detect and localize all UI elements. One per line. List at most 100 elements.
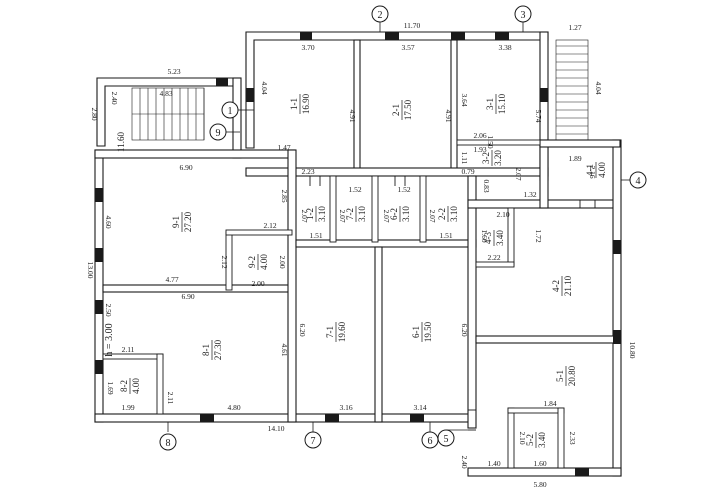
axis-9: 9	[209, 123, 240, 141]
dim: 2.85	[280, 189, 289, 202]
dimensions: 5.23 4.83 3.70 11.70 3.57 3.38 1.27 1.47…	[86, 21, 637, 489]
dim: 3.57	[401, 43, 414, 52]
dim: 5.74	[534, 109, 543, 122]
window	[451, 32, 465, 40]
dim: 2.80	[90, 107, 99, 120]
room-8-1: 8-1 27.30	[201, 339, 223, 360]
dim: 1.69	[106, 381, 115, 394]
dim: 1.60	[480, 229, 489, 242]
svg-text:3-2: 3-2	[481, 152, 491, 164]
dim: 4.91	[348, 109, 357, 122]
svg-text:3.40: 3.40	[537, 432, 547, 448]
window	[410, 414, 424, 422]
room-4-2: 4-2 21.10	[551, 275, 573, 296]
svg-text:4-2: 4-2	[551, 280, 561, 292]
svg-text:21.10: 21.10	[563, 275, 573, 296]
svg-text:19.50: 19.50	[423, 321, 433, 342]
dim: 2.33	[568, 431, 577, 444]
room-4-3: 4-3 3.40	[483, 230, 505, 246]
dim: 1.52	[397, 185, 410, 194]
dim: 11.70	[404, 21, 421, 30]
wall-small-1	[329, 175, 337, 243]
svg-text:2-2: 2-2	[437, 208, 447, 220]
wall-5-2-left	[507, 407, 515, 469]
height-note: h = 3.00	[104, 323, 115, 356]
axis-6: 6	[421, 422, 439, 449]
svg-text:4.00: 4.00	[597, 162, 607, 178]
svg-text:16.90: 16.90	[301, 93, 311, 114]
wall-bottom-right	[467, 467, 622, 477]
svg-text:3.10: 3.10	[401, 206, 411, 222]
dim: 2.22	[487, 253, 500, 262]
svg-text:1-1: 1-1	[289, 98, 299, 110]
dim: 1.27	[568, 23, 581, 32]
wall-9-8-split	[102, 284, 296, 293]
wall-4-1-top	[539, 139, 621, 148]
window	[613, 330, 621, 344]
window	[325, 414, 339, 422]
room-7-1: 7-1 19.60	[325, 321, 347, 342]
dim: 3.64	[460, 93, 469, 106]
walls	[94, 31, 622, 477]
window	[495, 32, 509, 40]
dim: 2.00	[251, 279, 264, 288]
axis-5: 5	[437, 429, 468, 447]
dim: 6.90	[179, 163, 192, 172]
dim: 1.99	[121, 403, 134, 412]
window	[95, 188, 103, 202]
dim: 1.51	[439, 231, 452, 240]
room-6-2: 6-2 3.10	[389, 206, 411, 222]
dim: 2.10	[496, 210, 509, 219]
dim: 1.51	[309, 231, 322, 240]
room-5-1: 5-1 20.80	[555, 365, 577, 386]
dim: 3.38	[498, 43, 511, 52]
dim: 1.72	[534, 229, 543, 242]
wall-right-outer	[612, 139, 622, 477]
dim: 6.20	[298, 323, 307, 336]
dim: 5.80	[533, 480, 546, 489]
svg-text:8: 8	[166, 438, 171, 449]
dim: 2.11	[122, 345, 135, 354]
dim: 3.14	[413, 403, 426, 412]
svg-text:3.10: 3.10	[317, 206, 327, 222]
wall-5-2-right	[557, 407, 565, 469]
dim: 2.06	[473, 131, 486, 140]
dim: 4.77	[165, 275, 178, 284]
svg-text:3: 3	[521, 10, 526, 21]
wall-7-6-split	[374, 246, 383, 423]
room-5-2: 5-2 3.40	[525, 432, 547, 448]
dim: 2.07	[514, 167, 523, 180]
dim: 1.50	[486, 135, 495, 148]
dim: 6.20	[460, 323, 469, 336]
room-7-2: 7-2 3.10	[345, 206, 367, 222]
wall-right-of-6	[467, 175, 477, 429]
dim: 2.23	[301, 167, 314, 176]
dim: 3.16	[339, 403, 352, 412]
dim: 4.61	[280, 343, 289, 356]
dim: 1.93	[473, 145, 486, 154]
svg-text:5: 5	[444, 434, 449, 445]
dim: 2.07	[300, 209, 309, 222]
window	[95, 248, 103, 262]
dim: 3.70	[301, 43, 314, 52]
dim: 2.10	[518, 431, 527, 444]
svg-text:9-1: 9-1	[171, 216, 181, 228]
svg-text:1: 1	[228, 106, 233, 117]
room-9-2: 9-2 4.00	[247, 254, 269, 270]
dim: 4.04	[260, 81, 269, 94]
svg-text:4-3: 4-3	[483, 232, 493, 244]
svg-text:2-1: 2-1	[391, 104, 401, 116]
dim: 0.83	[482, 179, 491, 192]
wall-4-1-left	[539, 139, 549, 209]
room-1-2: 1-2 3.10	[305, 206, 327, 222]
window	[200, 414, 214, 422]
dim: 4.83	[159, 89, 172, 98]
dim: 2.00	[278, 255, 287, 268]
window	[575, 468, 589, 476]
wall-mid-1	[353, 39, 361, 175]
dim: 10.80	[628, 342, 637, 359]
axis-markers: 2 3 1 9 4 5 6	[159, 5, 647, 451]
svg-text:4.00: 4.00	[131, 378, 141, 394]
dim: 1.52	[348, 185, 361, 194]
